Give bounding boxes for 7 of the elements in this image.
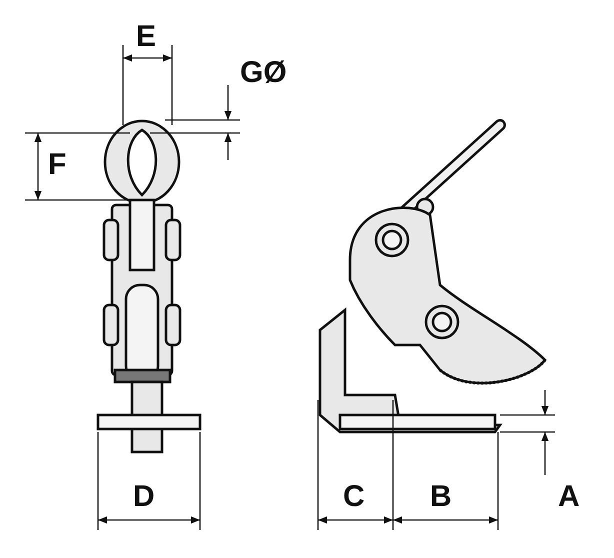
dimension-letter: C bbox=[343, 482, 365, 512]
dimension-letter: B bbox=[430, 482, 452, 512]
dimension-letter: F bbox=[48, 150, 66, 180]
dimension-letter: A bbox=[558, 482, 580, 512]
dimension-letter: D bbox=[133, 482, 155, 512]
dimension-letter: E bbox=[136, 22, 156, 52]
dimension-letter: GØ bbox=[240, 58, 287, 88]
